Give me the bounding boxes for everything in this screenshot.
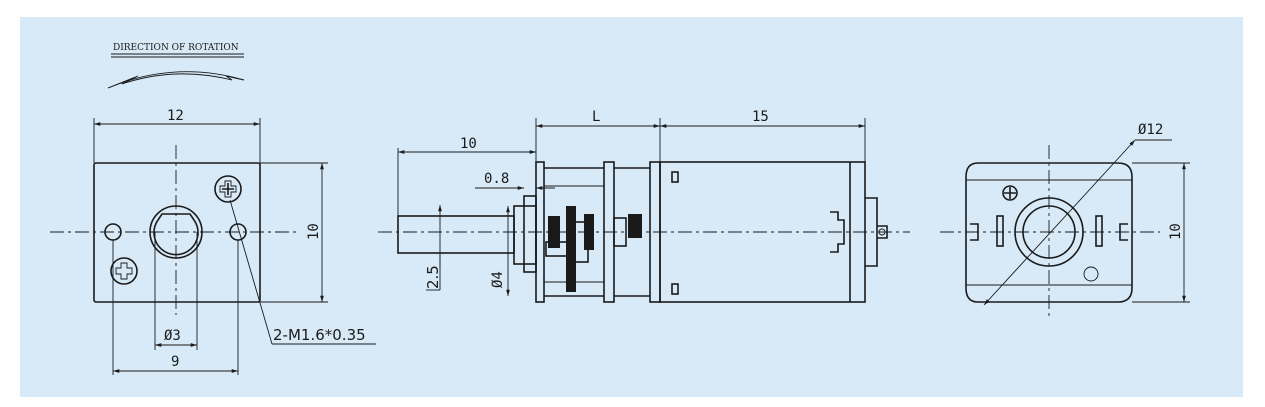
gear-1 bbox=[548, 216, 560, 248]
height-dimension: 10 bbox=[306, 223, 322, 240]
gearbox-length-dimension: L bbox=[592, 109, 600, 125]
direction-label: DIRECTION OF ROTATION bbox=[113, 43, 239, 53]
end-view: Ø12 10 bbox=[940, 122, 1190, 320]
shaft-flat-dimension: 2.5 bbox=[424, 265, 442, 289]
end-height-dimension: 10 bbox=[1168, 223, 1184, 240]
diameter-dimension: Ø12 bbox=[1138, 122, 1163, 138]
hole-spacing-dimension: 9 bbox=[171, 354, 179, 370]
flange-thickness-dimension: 0.8 bbox=[484, 171, 509, 187]
shaft-length-dimension: 10 bbox=[460, 136, 477, 152]
width-dimension: 12 bbox=[167, 108, 184, 124]
thread-note: 2-M1.6*0.35 bbox=[273, 326, 366, 344]
gear-3 bbox=[584, 214, 594, 250]
rotation-indicator: DIRECTION OF ROTATION bbox=[107, 43, 245, 89]
shaft-diameter-dimension: Ø4 bbox=[490, 271, 506, 288]
gear-2 bbox=[566, 206, 576, 292]
side-view: 10 L 15 0.8 2.5 Ø4 bbox=[378, 109, 910, 303]
motor-length-dimension: 15 bbox=[752, 109, 769, 125]
gear-4 bbox=[628, 214, 642, 238]
front-view: 12 10 Ø3 9 2-M1.6*0.35 bbox=[50, 108, 376, 375]
hole-diameter-dimension: Ø3 bbox=[164, 328, 181, 344]
